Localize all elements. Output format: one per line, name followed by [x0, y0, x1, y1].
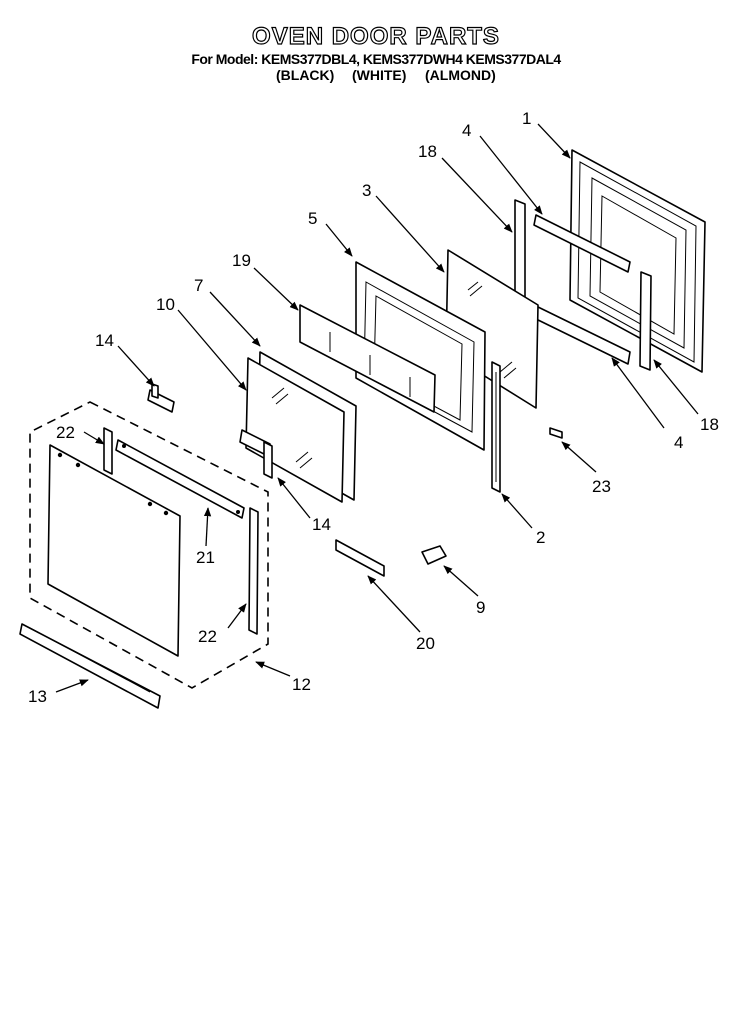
callout-23: 23	[592, 477, 611, 496]
part-1-door-frame	[569, 149, 706, 373]
part-14-lower-clip	[239, 429, 273, 479]
callout-14-lower: 14	[312, 515, 331, 534]
part-20-insert	[335, 539, 385, 577]
callout-21: 21	[196, 548, 215, 567]
leader-lines	[55, 123, 699, 693]
callout-19: 19	[232, 251, 251, 270]
part-22-right-strip	[248, 507, 259, 635]
callout-5: 5	[308, 209, 317, 228]
part-10-outer-glass	[245, 357, 345, 503]
part-13-bottom-trim	[19, 623, 161, 709]
callout-22-lower: 22	[198, 627, 217, 646]
callout-14-upper: 14	[95, 331, 114, 350]
part-18-left-strip	[514, 199, 526, 299]
part-23-clip	[549, 427, 563, 439]
diagram-header: OVEN DOOR PARTS For Model: KEMS377DBL4, …	[0, 23, 752, 83]
callout-10: 10	[156, 295, 175, 314]
part-9-latch	[421, 545, 447, 565]
callout-20: 20	[416, 634, 435, 653]
part-18-right-strip	[639, 271, 652, 371]
callout-18-right: 18	[700, 415, 719, 434]
callout-2: 2	[536, 528, 545, 547]
callout-9: 9	[476, 598, 485, 617]
callout-22-upper: 22	[56, 423, 75, 442]
callout-3: 3	[362, 181, 371, 200]
model-list: For Model: KEMS377DBL4, KEMS377DWH4 KEMS…	[191, 51, 561, 67]
part-22-left-strip	[103, 427, 113, 475]
color-almond: (ALMOND)	[425, 67, 496, 83]
part-2-hinge	[491, 361, 501, 493]
callout-12: 12	[292, 675, 311, 694]
callout-7: 7	[194, 276, 203, 295]
part-14-upper-clip	[147, 383, 175, 413]
part-19-shield	[299, 304, 436, 413]
callout-labels: 1 4 18 3 5 19 7 10 14 22 18 4 23 2 14 21…	[28, 109, 719, 706]
color-black: (BLACK)	[276, 67, 335, 83]
part-12-door-assembly	[29, 401, 269, 689]
callout-18-left: 18	[418, 142, 437, 161]
callout-4-upper: 4	[462, 121, 471, 140]
callout-13: 13	[28, 687, 47, 706]
color-white: (WHITE)	[352, 67, 407, 83]
color-list: (BLACK) (WHITE) (ALMOND)	[0, 67, 752, 83]
callout-4-lower: 4	[674, 433, 683, 452]
part-4-upper-bracket	[533, 214, 631, 273]
part-21-trim-bar	[115, 439, 245, 519]
diagram-title: OVEN DOOR PARTS	[251, 23, 500, 50]
callout-1: 1	[522, 109, 531, 128]
